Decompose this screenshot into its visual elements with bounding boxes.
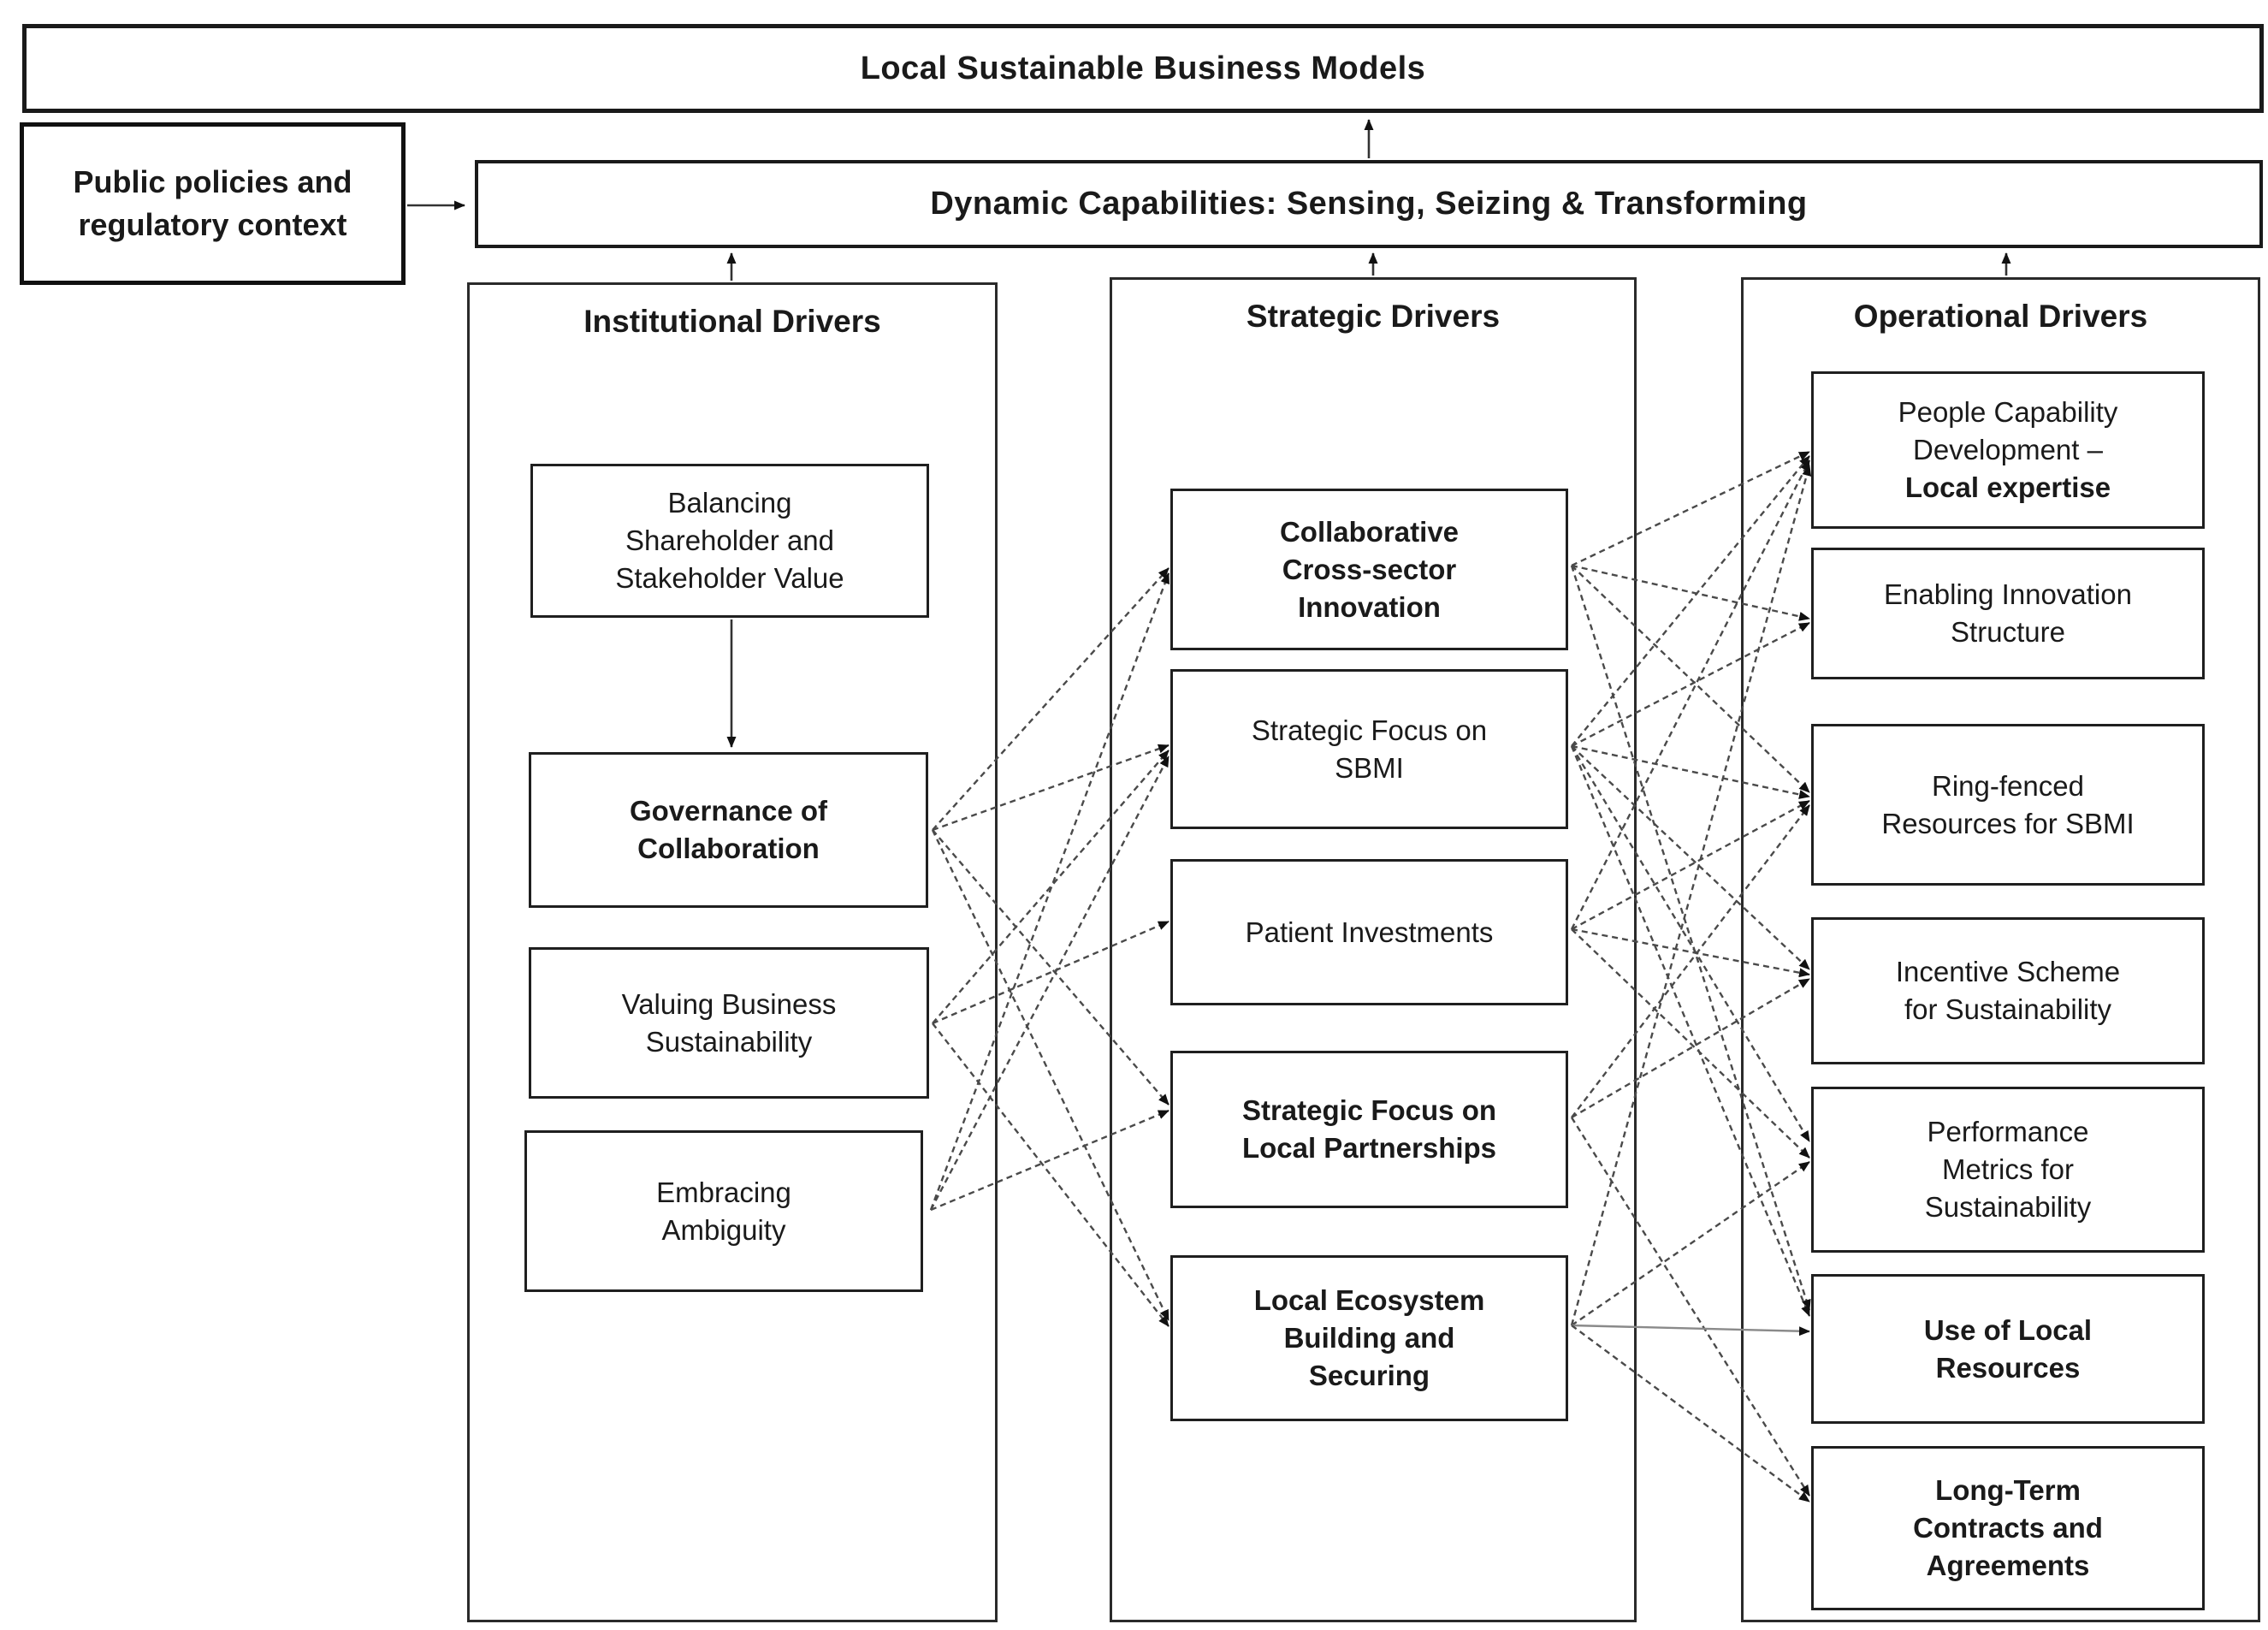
edge-cci-ulr (1570, 565, 1811, 1311)
edge-cci-pcd (1571, 450, 1810, 567)
edge-lebs-ulr (1571, 1324, 1810, 1337)
node-line: Valuing Business (621, 987, 837, 1020)
operational-drivers-title: Operational Drivers (1853, 299, 2148, 334)
node-line: SBMI (1335, 751, 1404, 784)
node-line: Cross-sector (1282, 553, 1457, 585)
node-line: People Capability (1898, 396, 2118, 428)
node-line: Use of Local (1923, 1313, 2093, 1346)
edge-sflp-ltc (1570, 1117, 1811, 1497)
node-line: Contracts and (1913, 1512, 2103, 1544)
node-patient-investments: Patient Investments (1170, 859, 1568, 1005)
edge-sbmi-rf (1571, 744, 1810, 799)
edge-sflp-rf (1571, 804, 1810, 1118)
operational-drivers-container (1741, 277, 2260, 1622)
edge-sflp-is (1571, 977, 1810, 1119)
edge-valuing-lebs (932, 1022, 1170, 1327)
node-line: Securing (1308, 1360, 1430, 1391)
edge-lebs-ltc (1571, 1325, 1810, 1503)
node-line: Strategic Focus on (1241, 1094, 1497, 1126)
edge-lebs-pcd (1570, 465, 1812, 1326)
node-line: Enabling Innovation (1884, 578, 2132, 610)
node-line: Collaboration (637, 833, 820, 864)
node-incentive-scheme-for-sustainability: Incentive Scheme for Sustainability (1811, 917, 2205, 1064)
node-strategic-focus-on-sbmi: Strategic Focus on SBMI (1170, 669, 1568, 829)
edge-lebs-pm (1571, 1161, 1810, 1326)
edge-governance-cci (932, 567, 1170, 831)
edge-governance-sbmi (932, 744, 1170, 832)
node-line: Incentive Scheme (1895, 956, 2121, 987)
edge-sbmi-pm (1570, 745, 1811, 1142)
edge-valuing-patient (932, 920, 1170, 1025)
node-line: Local expertise (1904, 471, 2111, 503)
edge-embracing-sbmi (929, 756, 1170, 1211)
edge-sbmi-eis (1571, 621, 1810, 748)
node-line: Building and (1283, 1322, 1455, 1354)
edge-governance-sflp (932, 829, 1170, 1105)
node-line: Stakeholder Value (615, 562, 844, 594)
edge-embracing-cci (929, 572, 1170, 1211)
node-line: Collaborative (1279, 515, 1460, 548)
policy-box-line2: regulatory context (78, 207, 347, 242)
node-line: Embracing (656, 1176, 791, 1208)
policy-context-box: Public policies and regulatory context (20, 122, 406, 285)
node-line: Sustainability (1924, 1191, 2092, 1223)
node-line: Innovation (1298, 590, 1441, 623)
node-line: Local Partnerships (1241, 1132, 1497, 1164)
node-line: Strategic Focus on (1251, 714, 1488, 746)
node-line: Agreements (1926, 1550, 2090, 1581)
policy-box-line1: Public policies and (73, 164, 352, 199)
node-line: Patient Investments (1245, 916, 1494, 948)
edge-patient-pcd (1570, 459, 1811, 930)
node-line: Structure (1951, 616, 2065, 648)
edge-patient-rf (1571, 799, 1810, 931)
edge-sbmi-pcd (1571, 455, 1810, 747)
node-line: Shareholder and (625, 525, 835, 556)
dynamic-capabilities-label: Dynamic Capabilities: Sensing, Seizing &… (930, 186, 1808, 222)
node-line: Development – (1913, 434, 2103, 465)
node-strategic-focus-on-local-partnerships: Strategic Focus on Local Partnerships (1170, 1051, 1568, 1208)
institutional-drivers-title: Institutional Drivers (583, 304, 881, 339)
edge-sbmi-ulr (1570, 745, 1811, 1317)
node-line: Governance of (629, 795, 828, 827)
top-bar-label: Local Sustainable Business Models (860, 50, 1426, 86)
node-line: Local Ecosystem (1253, 1284, 1485, 1316)
top-bar-local-sustainable-business-models: Local Sustainable Business Models (22, 24, 2264, 113)
edge-cci-rf (1571, 565, 1810, 793)
edge-embracing-sflp (930, 1109, 1170, 1212)
strategic-drivers-title: Strategic Drivers (1246, 299, 1501, 334)
node-line: Metrics for (1941, 1153, 2074, 1185)
node-line: Resources for SBMI (1881, 807, 2135, 839)
dynamic-capabilities-bar: Dynamic Capabilities: Sensing, Seizing &… (475, 160, 2263, 248)
edge-governance-lebs (931, 829, 1170, 1321)
node-governance-of-collaboration: Governance of Collaboration (529, 752, 928, 908)
node-line: Ambiguity (661, 1213, 786, 1246)
strategic-drivers-container (1110, 277, 1637, 1622)
node-line: Balancing (667, 487, 792, 519)
node-line: for Sustainability (1904, 993, 2112, 1025)
node-line: Sustainability (645, 1025, 813, 1058)
node-line: Performance (1927, 1116, 2089, 1147)
node-line: Long-Term (1935, 1474, 2081, 1506)
institutional-drivers-container (467, 282, 998, 1622)
edge-sbmi-is (1571, 745, 1810, 970)
node-line: Resources (1935, 1351, 2081, 1384)
edge-patient-pm (1571, 928, 1810, 1159)
node-line: Ring-fenced (1932, 769, 2084, 802)
